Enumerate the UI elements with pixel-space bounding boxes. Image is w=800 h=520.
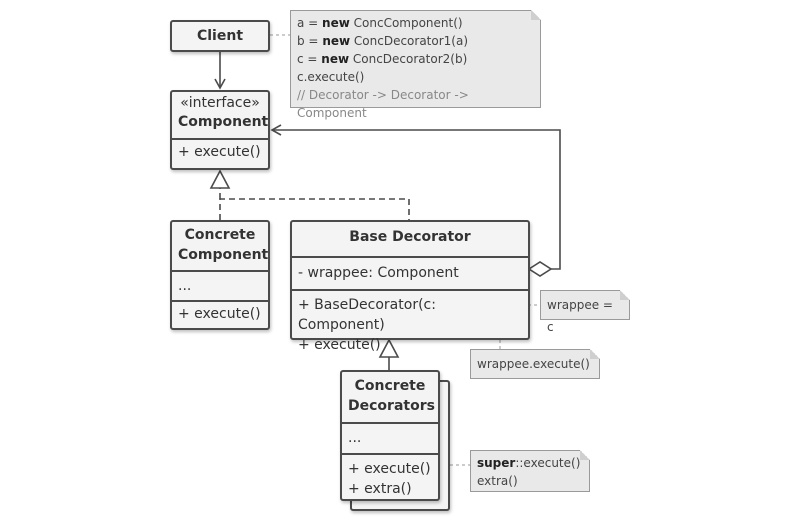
base-decorator-methods: + BaseDecorator(c: Component) + execute(… [292, 289, 528, 357]
client-note: a = new ConcComponent() b = new ConcDeco… [290, 10, 541, 120]
execute-note-text: wrappee.execute() [477, 357, 590, 371]
base-decorator-execute: + execute() [298, 337, 381, 353]
note-line-1: a = new ConcComponent() [297, 16, 463, 30]
component-name: Component [178, 114, 269, 130]
concrete-decorators-title: Concrete Decorators [342, 372, 438, 422]
concrete-component-fields: ... [172, 270, 268, 300]
client-class: Client [170, 20, 270, 52]
component-method: + execute() [172, 138, 268, 164]
concrete-decorators-methods: + execute() + extra() [342, 453, 438, 501]
concrete-decorators-execute: + execute() [348, 461, 431, 477]
concrete-decorators-extra: + extra() [348, 481, 412, 497]
component-stereotype: «interface» [180, 95, 260, 111]
realization-triangle-icon [209, 169, 231, 189]
constructor-note: wrappee = c [540, 290, 630, 334]
base-decorator-class: Base Decorator - wrappee: Component + Ba… [290, 220, 530, 353]
concrete-decorators-name-1: Concrete [354, 378, 426, 394]
decorator-note-line-1: super::execute() [477, 456, 581, 470]
note-line-2: b = new ConcDecorator1(a) [297, 34, 469, 48]
execute-note: wrappee.execute() [470, 349, 600, 379]
concrete-component-class: Concrete Component ... + execute() [170, 220, 270, 330]
decorator-note-line-2: extra() [477, 474, 518, 488]
concrete-decorators-name-2: Decorators [348, 398, 435, 414]
concrete-component-name-2: Component [178, 247, 269, 263]
component-title: «interface» Component [172, 92, 268, 138]
constructor-note-text: wrappee = c [547, 298, 613, 334]
concrete-component-name-1: Concrete [184, 227, 256, 243]
client-title: Client [196, 28, 244, 44]
realization-lines [219, 198, 410, 220]
concrete-component-title: Concrete Component [172, 222, 268, 270]
base-decorator-title: Base Decorator [349, 229, 471, 245]
wrappee-aggregation-line [270, 124, 561, 270]
decorator-note: super::execute() extra() [470, 450, 590, 492]
concrete-component-method: + execute() [172, 300, 268, 326]
base-decorator-field: - wrappee: Component [292, 256, 528, 289]
note-line-5: // Decorator -> Decorator -> Component [297, 88, 469, 120]
note-line-4: c.execute() [297, 70, 365, 84]
component-interface: «interface» Component + execute() [170, 90, 270, 170]
base-decorator-constructor: + BaseDecorator(c: Component) [298, 297, 436, 333]
inheritance-triangle-icon [378, 338, 400, 358]
note-line-3: c = new ConcDecorator2(b) [297, 52, 468, 66]
aggregation-diamond-icon [527, 261, 553, 277]
concrete-decorators-fields: ... [342, 422, 438, 453]
concrete-decorators-class: Concrete Decorators ... + execute() + ex… [340, 370, 440, 501]
